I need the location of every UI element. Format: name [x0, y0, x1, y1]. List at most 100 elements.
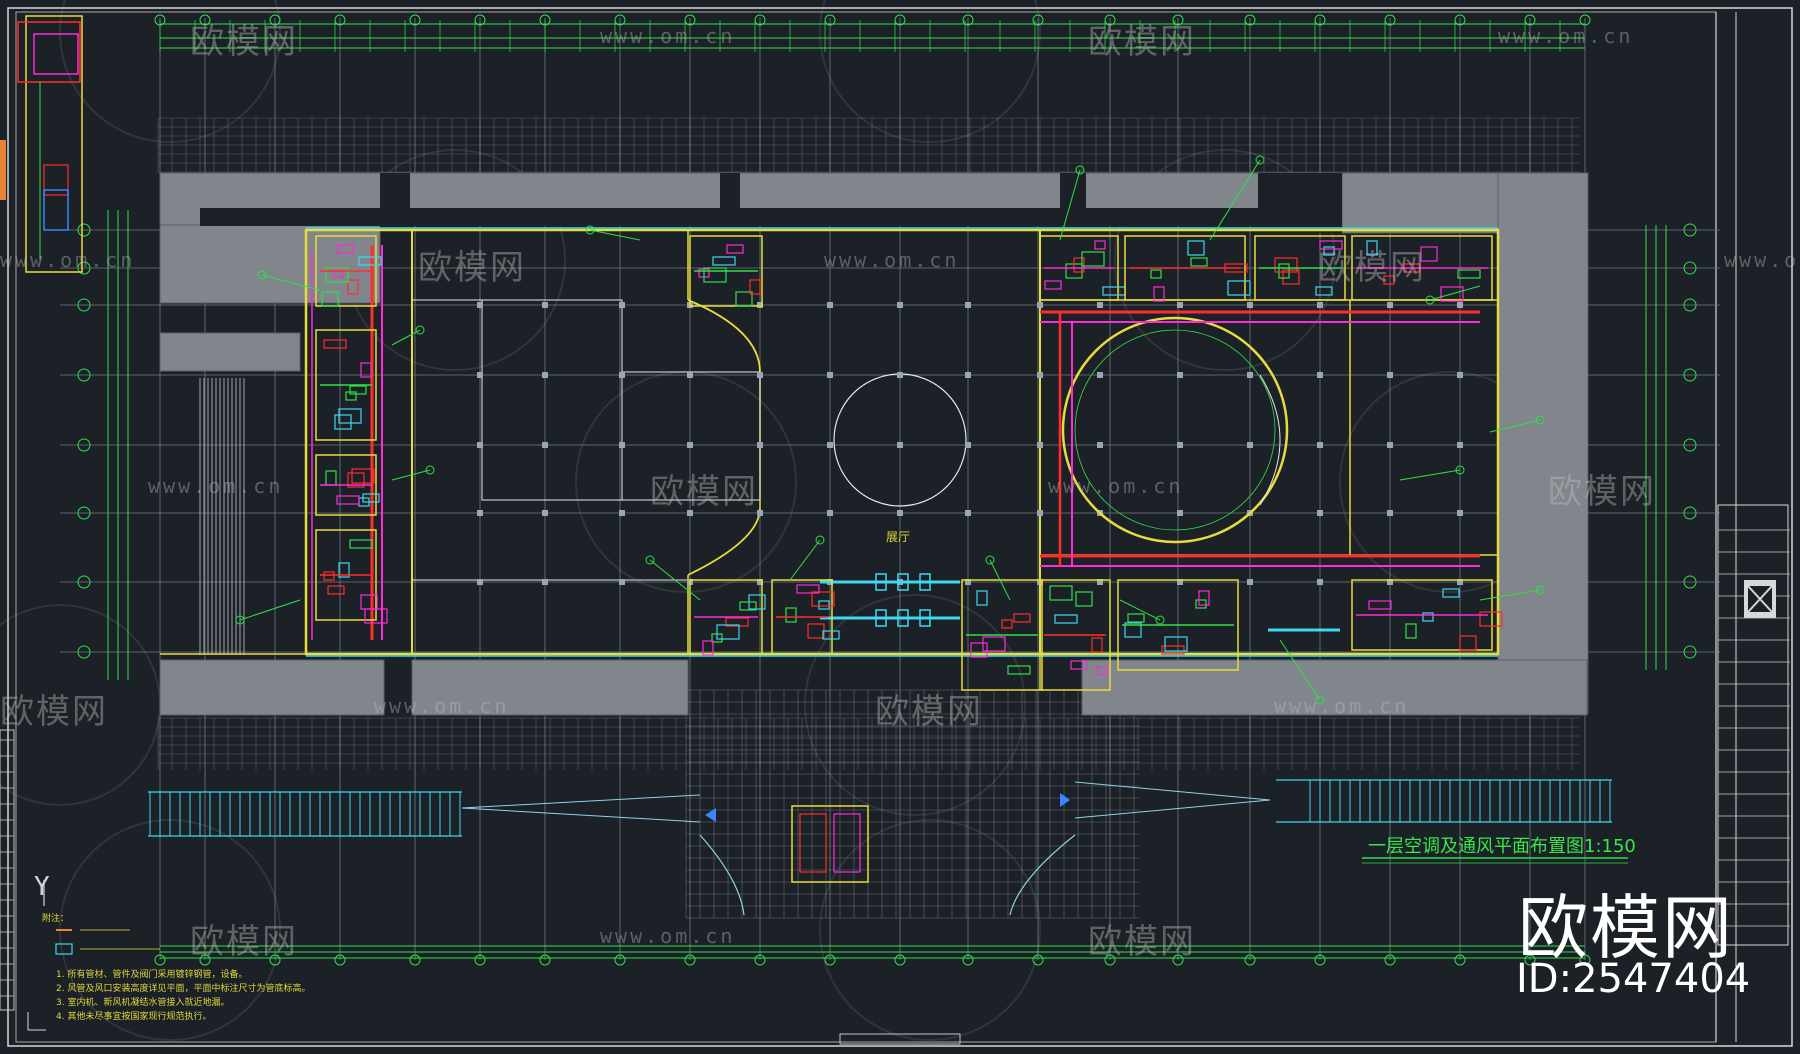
axis-bubble [1683, 506, 1697, 520]
column [1037, 372, 1043, 378]
column [827, 442, 833, 448]
axis-bubble [199, 14, 211, 26]
axis-bubble [539, 954, 551, 966]
booth-unit [799, 813, 827, 873]
equipment-unit [358, 256, 382, 266]
watermark-circle [804, 594, 1026, 816]
equipment-unit [1282, 269, 1300, 285]
watermark-brand: 欧模网 [0, 692, 108, 732]
annotation-tag [1315, 695, 1325, 705]
axis-bubble [77, 298, 91, 312]
note-line: 4. 其他未尽事宜按国家现行规范执行。 [56, 1012, 212, 1022]
column [1387, 442, 1393, 448]
equipment-room [1124, 235, 1246, 301]
axis-bubble [1683, 261, 1697, 275]
watermark-url: www.om.cn [1048, 474, 1184, 498]
axis-bubble [77, 368, 91, 382]
column [827, 302, 833, 308]
annotation-tag [257, 270, 267, 280]
annotation-tag [1155, 615, 1165, 625]
column [757, 579, 763, 585]
equipment-unit [347, 279, 359, 295]
watermark-url: www.om.cn [1724, 248, 1800, 272]
equipment-unit [1070, 660, 1088, 670]
curved-wall [687, 507, 761, 576]
left-scale-bar [0, 729, 15, 1011]
column [1037, 302, 1043, 308]
equipment-unit [702, 640, 714, 656]
annotation-leader [239, 599, 301, 621]
equipment-unit [1073, 257, 1085, 273]
equipment-room [1039, 579, 1111, 691]
watermark-brand: 欧模网 [650, 472, 758, 512]
column [1177, 372, 1183, 378]
axis-bubble [199, 954, 211, 966]
column [1317, 302, 1323, 308]
equipment-room [315, 235, 377, 307]
equipment-unit [1001, 619, 1013, 629]
equipment-unit [1319, 240, 1343, 250]
watermark-brand: 欧模网 [190, 922, 298, 962]
axis-bubble [1579, 954, 1591, 966]
column [1097, 442, 1103, 448]
equipment-room [1254, 235, 1346, 301]
column [619, 302, 625, 308]
column [1457, 372, 1463, 378]
equipment-room [689, 235, 763, 307]
equipment-room [689, 579, 763, 655]
equipment-room [1351, 235, 1493, 301]
equipment-unit [323, 339, 347, 349]
equipment-unit [1420, 246, 1438, 262]
equipment-room [315, 529, 377, 621]
equipment-unit [1049, 585, 1073, 601]
axis-bubble [962, 954, 974, 966]
drawing-frame [7, 7, 1793, 1047]
equipment-unit [347, 472, 365, 488]
column [1457, 510, 1463, 516]
equipment-unit [323, 571, 335, 581]
equipment-unit [1075, 591, 1093, 607]
equipment-unit [1190, 257, 1208, 267]
equipment-unit [726, 244, 744, 254]
equipment-room [961, 579, 1043, 691]
curved-wall [687, 299, 761, 373]
equipment-unit [1274, 257, 1298, 273]
equipment-unit [1278, 263, 1290, 279]
legend-swatch [55, 943, 73, 955]
equipment-unit [822, 630, 840, 640]
equipment-unit [739, 601, 757, 611]
annotation-tag [1535, 585, 1545, 595]
annotation-leader [1209, 159, 1261, 241]
watermark-brand: 欧模网 [875, 692, 983, 732]
equipment-unit [1227, 280, 1251, 296]
axis-bubble [77, 645, 91, 659]
column [965, 442, 971, 448]
axis-bubble [269, 954, 281, 966]
annotation-leader [789, 539, 821, 581]
equipment-unit [1323, 246, 1335, 256]
column [827, 510, 833, 516]
equipment-unit [327, 585, 345, 595]
column [1247, 372, 1253, 378]
column [965, 579, 971, 585]
equipment-unit [1044, 280, 1062, 290]
watermark-circle [59, 0, 281, 143]
column [1317, 372, 1323, 378]
annotation-tag [415, 325, 425, 335]
axis-bubble [1032, 954, 1044, 966]
column [619, 442, 625, 448]
annotation-leader [1429, 285, 1481, 301]
equipment-unit [1422, 612, 1434, 622]
column [1317, 510, 1323, 516]
axis-bubble [1524, 954, 1536, 966]
equipment-unit [334, 414, 352, 430]
axis-bubble [409, 954, 421, 966]
annotation-leader [1479, 589, 1541, 601]
entrance-booth [791, 805, 869, 883]
column [757, 302, 763, 308]
approach-curve [1009, 834, 1076, 916]
bottom-panel [839, 1033, 961, 1045]
equipment-room [315, 329, 377, 441]
pipe-valve [919, 573, 931, 591]
